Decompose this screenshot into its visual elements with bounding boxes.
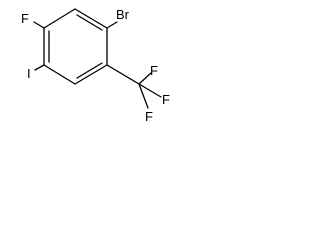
ring-bond-c4-c5: [43, 64, 76, 85]
bromine-atom-label: Br: [116, 7, 130, 22]
bond-cf3-f-right: [138, 83, 162, 98]
cf3-fluorine-bottom-label: F: [145, 109, 153, 124]
ring-bond-c6-c1: [43, 8, 76, 29]
ring-double-bond-c3-c4: [76, 62, 103, 79]
bond-cf3-f-top: [138, 72, 152, 85]
cf3-fluorine-top-label: F: [150, 63, 158, 78]
bond-to-fluorine: [33, 21, 45, 29]
ring-bond-c1-c2: [74, 8, 108, 29]
bond-to-cf3-carbon: [106, 64, 140, 85]
fluorine-atom-label: F: [21, 11, 29, 26]
bond-to-iodine: [34, 64, 45, 71]
ring-bond-c3-c4: [74, 64, 108, 85]
benzene-ring: [43, 8, 108, 85]
ring-double-bond-c1-c2: [76, 14, 103, 31]
bond-to-bromine: [106, 21, 118, 29]
bond-cf3-f-bottom: [138, 83, 149, 109]
iodine-atom-label: I: [27, 66, 31, 81]
chemical-structure: F Br I F F F: [21, 7, 170, 124]
cf3-fluorine-right-label: F: [162, 92, 170, 107]
